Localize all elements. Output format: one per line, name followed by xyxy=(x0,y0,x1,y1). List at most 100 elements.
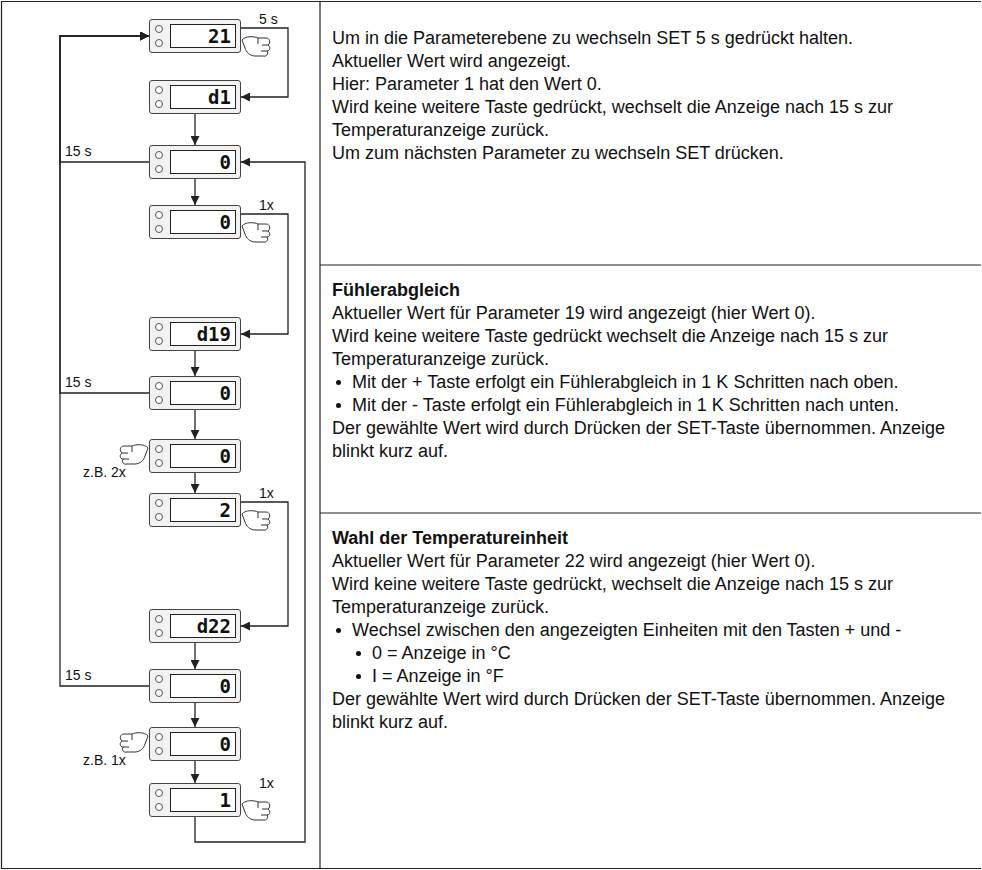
paragraph: Aktueller Wert für Parameter 19 wird ang… xyxy=(332,302,972,325)
display-unit: 0 xyxy=(149,727,241,761)
display-value: 0 xyxy=(220,382,235,404)
indicator-led xyxy=(155,747,163,755)
flow-arrow xyxy=(194,179,195,205)
paragraph: Um zum nächsten Parameter zu wechseln SE… xyxy=(332,142,972,165)
display-value: 0 xyxy=(220,151,235,173)
pointing-hand xyxy=(242,511,270,531)
display-unit: 0 xyxy=(149,145,241,179)
pointing-hand xyxy=(242,801,270,821)
indicator-led xyxy=(155,689,163,697)
indicator-led xyxy=(155,459,163,467)
bullet-dot xyxy=(356,651,361,656)
timeout-label: 15 s xyxy=(64,144,92,159)
indicator-led xyxy=(155,803,163,811)
indicator-led xyxy=(155,165,163,173)
flow-arrow xyxy=(60,36,149,393)
press-count: z.B. 1x xyxy=(82,753,127,768)
paragraph: Wird keine weitere Taste gedrückt, wechs… xyxy=(332,573,972,619)
bullet-dot xyxy=(336,380,341,385)
display-value: d19 xyxy=(197,323,235,345)
lcd-screen: 1 xyxy=(170,788,236,812)
press-count: z.B. 2x xyxy=(82,465,127,480)
indicator-led xyxy=(155,789,163,797)
flow-arrow xyxy=(60,36,149,162)
flow-arrow xyxy=(194,643,195,669)
paragraph: Der gewählte Wert wird durch Drücken der… xyxy=(332,417,972,463)
flow-arrow xyxy=(194,703,195,727)
text-cell: Um in die Parameterebene zu wechseln SET… xyxy=(332,27,972,165)
indicator-led xyxy=(155,615,163,623)
indicator-led xyxy=(155,86,163,94)
indicator-led xyxy=(155,151,163,159)
paragraph: Der gewählte Wert wird durch Drücken der… xyxy=(332,688,972,734)
text-cell: FühlerabgleichAktueller Wert für Paramet… xyxy=(332,279,972,463)
timeout-label: 15 s xyxy=(64,375,92,390)
lcd-screen: 0 xyxy=(170,732,236,756)
indicator-led xyxy=(155,513,163,521)
paragraph: Hier: Parameter 1 hat den Wert 0. xyxy=(332,73,972,96)
flow-arrow xyxy=(241,28,288,97)
lcd-screen: d1 xyxy=(170,85,236,109)
pointing-hand xyxy=(242,37,270,57)
indicator-led xyxy=(155,225,163,233)
display-value: 1 xyxy=(220,789,235,811)
press-count: 5 s xyxy=(258,12,279,27)
display-unit: 1 xyxy=(149,783,241,817)
display-unit: 0 xyxy=(149,205,241,239)
lcd-screen: 0 xyxy=(170,444,236,468)
paragraph: Aktueller Wert für Parameter 22 wird ang… xyxy=(332,550,972,573)
indicator-led xyxy=(155,396,163,404)
display-unit: d22 xyxy=(149,609,241,643)
display-value: d22 xyxy=(197,615,235,637)
flow-arrow xyxy=(194,410,195,439)
bullet-dot xyxy=(336,628,341,633)
display-value: 0 xyxy=(220,675,235,697)
indicator-led xyxy=(155,733,163,741)
press-count: 1x xyxy=(258,198,275,213)
lcd-screen: 0 xyxy=(170,150,236,174)
indicator-led xyxy=(155,323,163,331)
display-unit: d19 xyxy=(149,317,241,351)
text-cell: Wahl der TemperatureinheitAktueller Wert… xyxy=(332,527,972,734)
table-rule xyxy=(319,1,320,869)
lcd-screen: 0 xyxy=(170,674,236,698)
lcd-screen: 21 xyxy=(170,24,236,48)
timeout-label: 15 s xyxy=(64,668,92,683)
display-value: 21 xyxy=(208,25,235,47)
display-unit: 0 xyxy=(149,376,241,410)
flow-arrow xyxy=(194,351,195,376)
bullet-text: I = Anzeige in °F xyxy=(332,665,972,688)
lcd-screen: 2 xyxy=(170,498,236,522)
indicator-led xyxy=(155,337,163,345)
pointing-hand xyxy=(120,445,148,465)
lcd-screen: d19 xyxy=(170,322,236,346)
indicator-led xyxy=(155,39,163,47)
indicator-led xyxy=(155,629,163,637)
display-unit: 0 xyxy=(149,439,241,473)
pointing-hand xyxy=(242,223,270,243)
bullet-text: 0 = Anzeige in °C xyxy=(332,642,972,665)
paragraph: Aktueller Wert wird angezeigt. xyxy=(332,50,972,73)
display-value: 0 xyxy=(220,445,235,467)
indicator-led xyxy=(155,382,163,390)
table-rule xyxy=(1,1,981,2)
section-heading: Fühlerabgleich xyxy=(332,279,972,302)
flow-arrow xyxy=(60,36,149,686)
indicator-led xyxy=(155,499,163,507)
flow-arrow xyxy=(194,473,195,493)
bullet-dot xyxy=(336,403,341,408)
table-rule xyxy=(1,868,981,869)
press-count: 1x xyxy=(258,486,275,501)
display-value: 2 xyxy=(220,499,235,521)
table-rule xyxy=(320,512,981,513)
pointing-hand xyxy=(120,733,148,753)
flow-arrow xyxy=(241,502,288,626)
display-value: 0 xyxy=(220,211,235,233)
indicator-led xyxy=(155,675,163,683)
bullet-text: Mit der - Taste erfolgt ein Fühlerabglei… xyxy=(332,394,972,417)
display-unit: 21 xyxy=(149,19,241,53)
indicator-led xyxy=(155,211,163,219)
display-value: 0 xyxy=(220,733,235,755)
display-unit: d1 xyxy=(149,80,241,114)
bullet-text: Wechsel zwischen den angezeigten Einheit… xyxy=(332,619,972,642)
